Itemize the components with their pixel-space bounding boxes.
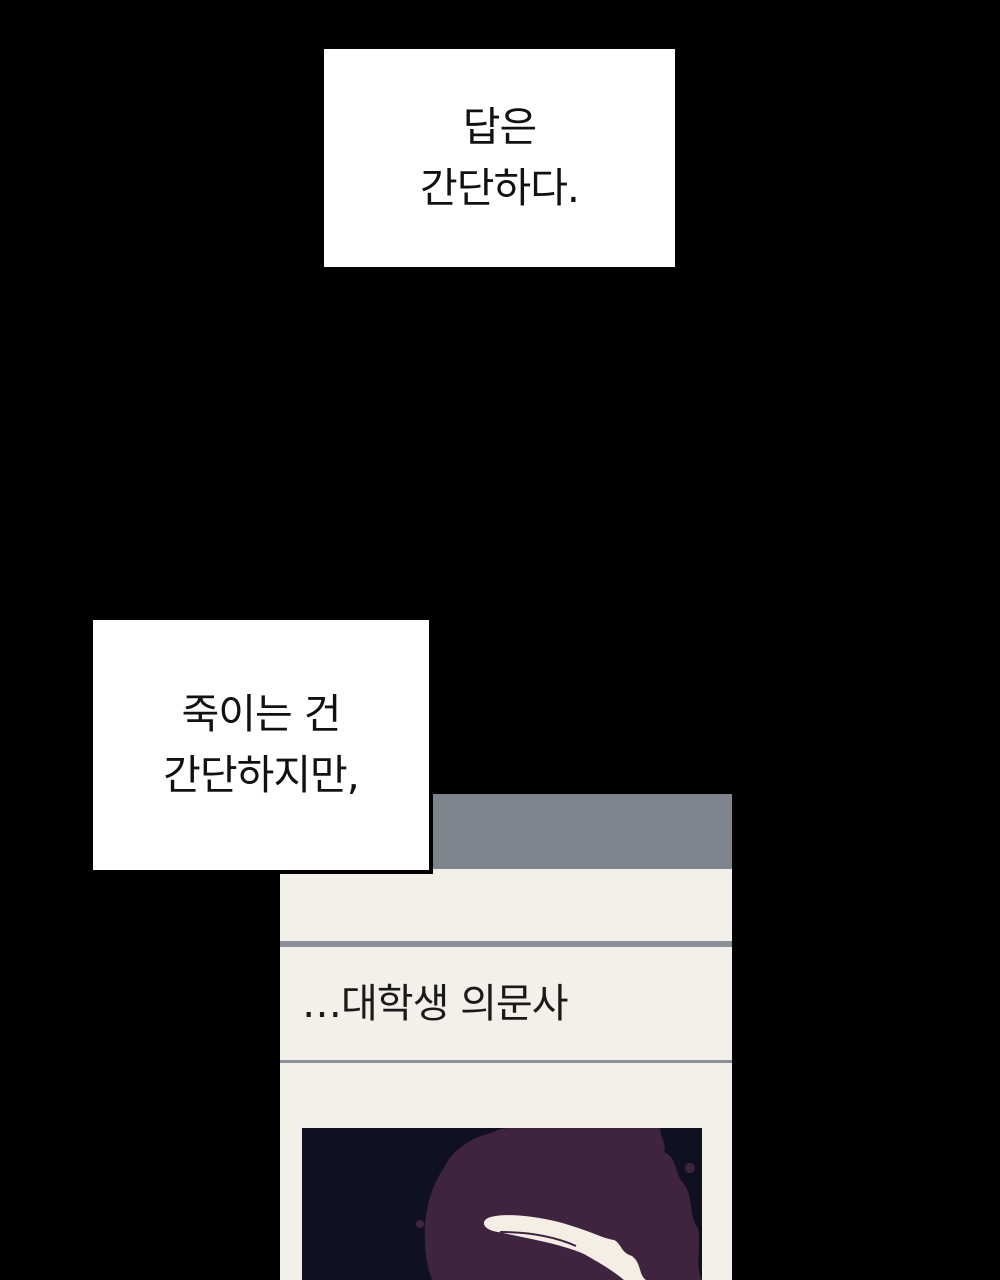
chalk-outline-arm-shape xyxy=(483,1215,646,1280)
caption-middle-line-2: 간단하지만, xyxy=(163,751,360,799)
stain-droplet xyxy=(647,1135,661,1149)
news-article-panel: …대학생 의문사 xyxy=(280,794,732,1280)
caption-top-line-2: 간단하다. xyxy=(420,164,580,212)
news-divider-top xyxy=(280,941,732,947)
blood-stain-shape xyxy=(424,1128,702,1280)
news-divider-bottom xyxy=(280,1060,732,1063)
chalk-outline-detail xyxy=(499,1231,577,1247)
caption-box-middle: 죽이는 건 간단하지만, xyxy=(93,620,429,870)
news-headline: …대학생 의문사 xyxy=(302,981,569,1027)
caption-middle-line-1: 죽이는 건 xyxy=(181,690,342,738)
stain-droplet xyxy=(416,1220,424,1228)
stain-droplet xyxy=(685,1163,695,1173)
news-photo xyxy=(302,1128,702,1280)
caption-top-line-1: 답은 xyxy=(462,103,537,151)
caption-box-top: 답은 간단하다. xyxy=(324,49,675,267)
blood-stain-illustration xyxy=(416,1128,702,1280)
